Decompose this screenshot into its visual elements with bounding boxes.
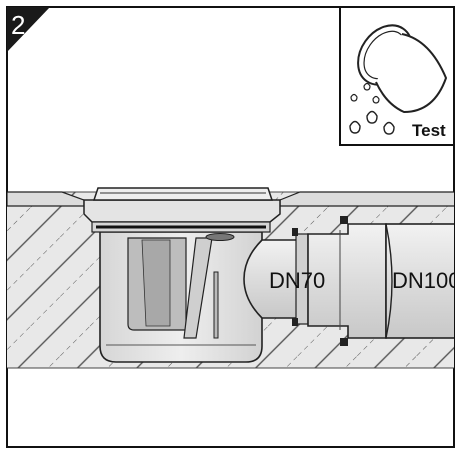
floor-plate — [7, 191, 454, 207]
pipe-dn100 — [385, 223, 454, 339]
trap-insert — [127, 233, 235, 339]
step-number: 2 — [11, 10, 25, 40]
pipe-dn70 — [243, 228, 309, 326]
cup-icon — [357, 24, 448, 114]
step-badge: 2 — [7, 7, 50, 52]
inset-panel: Test — [339, 6, 455, 146]
drain-flange — [83, 187, 281, 233]
inset-test-label: Test — [412, 121, 446, 140]
water-drops-icon — [349, 82, 395, 135]
pipe-dn100-label: DN100 — [392, 268, 457, 293]
pipe-dn70-label: DN70 — [269, 268, 325, 293]
